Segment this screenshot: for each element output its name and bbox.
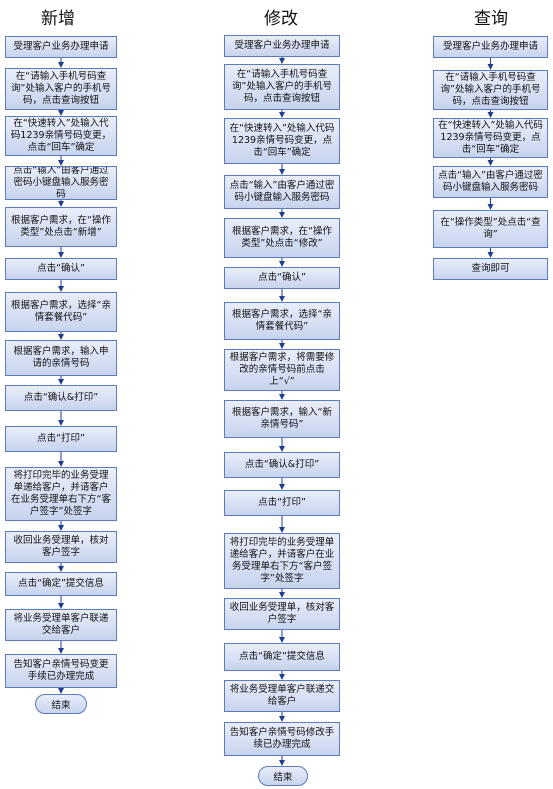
process-step-box: 根据客户需求，输入申请的亲情号码 xyxy=(5,340,117,376)
process-step-box: 在“操作类型”处点击“查询” xyxy=(433,210,548,248)
process-step-box: 受理客户业务办理申请 xyxy=(224,35,340,57)
process-step-box: 点击“确定”提交信息 xyxy=(5,572,117,596)
column-title: 修改 xyxy=(264,9,298,29)
process-step-box: 根据客户需求，选择“亲情套餐代码” xyxy=(224,302,340,340)
process-step-box: 收回业务受理单，核对客户签字 xyxy=(5,531,117,563)
process-step-box: 收回业务受理单，核对客户签字 xyxy=(224,598,340,630)
process-step-box: 受理客户业务办理申请 xyxy=(433,36,548,58)
process-step-box: 点击“输入”由客户通过密码小键盘输入服务密码 xyxy=(433,166,548,198)
process-step-box: 在“请输入手机号码查询”处输入客户的手机号码，点击查询按钮 xyxy=(224,64,340,110)
process-step-box: 点击“输入”由客户通过密码小键盘输入服务密码 xyxy=(224,175,340,209)
process-step-box: 将业务受理单客户联递交给客户 xyxy=(5,609,117,641)
process-step-box: 将打印完毕的业务受理单递给客户，并请客户在业务受理单右下方“客户签字”处签字 xyxy=(5,467,117,521)
process-step-box: 在“快速转入”处输入代码1239亲情号码变更，点击“回车”确定 xyxy=(5,116,117,156)
process-step-box: 点击“打印” xyxy=(5,426,117,452)
end-terminator: 结束 xyxy=(35,694,87,714)
process-step-box: 根据客户需求，将需要修改的亲情号码前点击上“√” xyxy=(224,349,340,391)
process-step-box: 告知客户亲情号码修改手续已办理完成 xyxy=(224,722,340,756)
end-terminator: 结束 xyxy=(258,766,308,786)
column-title: 新增 xyxy=(41,9,75,29)
process-step-box: 点击“确认&打印” xyxy=(224,452,340,478)
process-step-box: 在“快速转入”处输入代码1239亲情号码变更，点击“回车”确定 xyxy=(433,118,548,158)
process-step-box: 在“快速转入”处输入代码1239亲情号码变更，点击“回车”确定 xyxy=(224,118,340,164)
process-step-box: 在“请输入手机号码查询”处输入客户的手机号码，点击查询按钮 xyxy=(5,68,117,110)
process-step-box: 点击“确认” xyxy=(5,258,117,280)
process-step-box: 受理客户业务办理申请 xyxy=(5,36,117,58)
process-step-box: 点击“确认&打印” xyxy=(5,385,117,411)
column-title: 查询 xyxy=(474,9,508,29)
process-step-box: 根据客户需求，输入“新亲情号码” xyxy=(224,400,340,438)
process-step-box: 点击“确定”提交信息 xyxy=(224,643,340,671)
process-step-box: 点击“输入”由客户通过密码小键盘输入服务密码 xyxy=(5,166,117,200)
process-step-box: 查询即可 xyxy=(433,258,548,280)
process-step-box: 将打印完毕的业务受理单递给客户，并请客户在业务受理单右下方“客户签字”处签字 xyxy=(224,533,340,589)
process-step-box: 点击“确认” xyxy=(224,267,340,289)
process-step-box: 将业务受理单客户联递交给客户 xyxy=(224,680,340,712)
process-step-box: 在“请输入手机号码查询”处输入客户的手机号码，点击查询按钮 xyxy=(433,70,548,110)
process-step-box: 告知客户亲情号码变更手续已办理完成 xyxy=(5,654,117,688)
process-step-box: 根据客户需求，选择“亲情套餐代码” xyxy=(5,292,117,332)
process-step-box: 点击“打印” xyxy=(224,490,340,516)
process-step-box: 根据客户需求，在“操作类型”处点击“修改” xyxy=(224,218,340,258)
process-step-box: 根据客户需求，在“操作类型”处点击“新增” xyxy=(5,207,117,247)
